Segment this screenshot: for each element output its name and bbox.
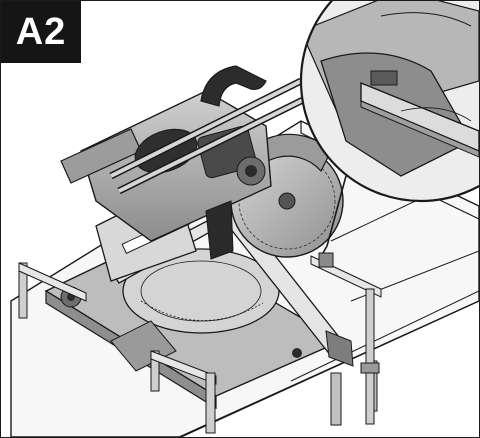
magnified-detail	[299, 1, 479, 254]
saw-handle	[200, 65, 267, 260]
workpiece-support-right	[310, 252, 382, 425]
figure-label: A2	[1, 1, 81, 63]
workpiece-support-left	[18, 262, 217, 434]
slide-rods	[109, 77, 313, 195]
